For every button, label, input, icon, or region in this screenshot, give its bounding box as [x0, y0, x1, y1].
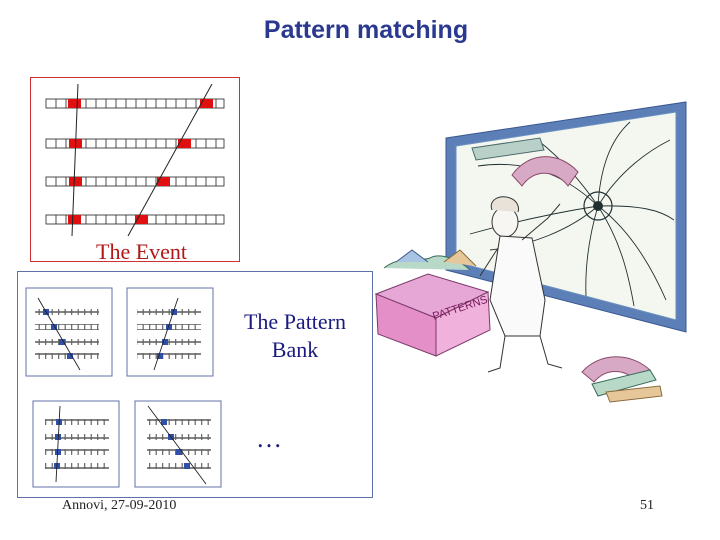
person-figure: [479, 196, 563, 373]
pattern-bank-label-line1: The Pattern: [243, 309, 347, 334]
held-pattern-arc: [471, 137, 579, 187]
event-frame: [30, 77, 240, 262]
event-display-board: [445, 101, 687, 333]
pattern-bank-frame: [17, 271, 373, 498]
pattern-bank-label-line2: Bank: [271, 337, 319, 362]
floor-patterns: [581, 356, 663, 403]
event-detector: [45, 83, 225, 237]
pattern-box: PATTERNS: [374, 249, 491, 357]
event-hit: [69, 177, 82, 186]
event-hit: [135, 215, 148, 224]
bank-pattern: [32, 400, 120, 488]
event-hit: [178, 139, 191, 148]
more-patterns-ellipsis: …: [256, 424, 282, 453]
event-hit: [68, 99, 81, 108]
bank-pattern: [25, 287, 113, 377]
slide-title: Pattern matching: [263, 16, 469, 44]
event-hit: [157, 177, 170, 186]
pattern-bank-label: The Pattern Bank: [220, 308, 370, 364]
event-hit: [68, 215, 81, 224]
page-number: 51: [640, 498, 654, 513]
bank-pattern: [126, 287, 214, 377]
pattern-bank: [25, 287, 222, 488]
bank-pattern: [134, 400, 222, 488]
event-track: [127, 83, 213, 237]
footer-author-date: Annovi, 27-09-2010: [62, 498, 177, 513]
event-track: [71, 83, 79, 237]
event-hit: [200, 99, 213, 108]
event-label: The Event: [96, 239, 188, 264]
